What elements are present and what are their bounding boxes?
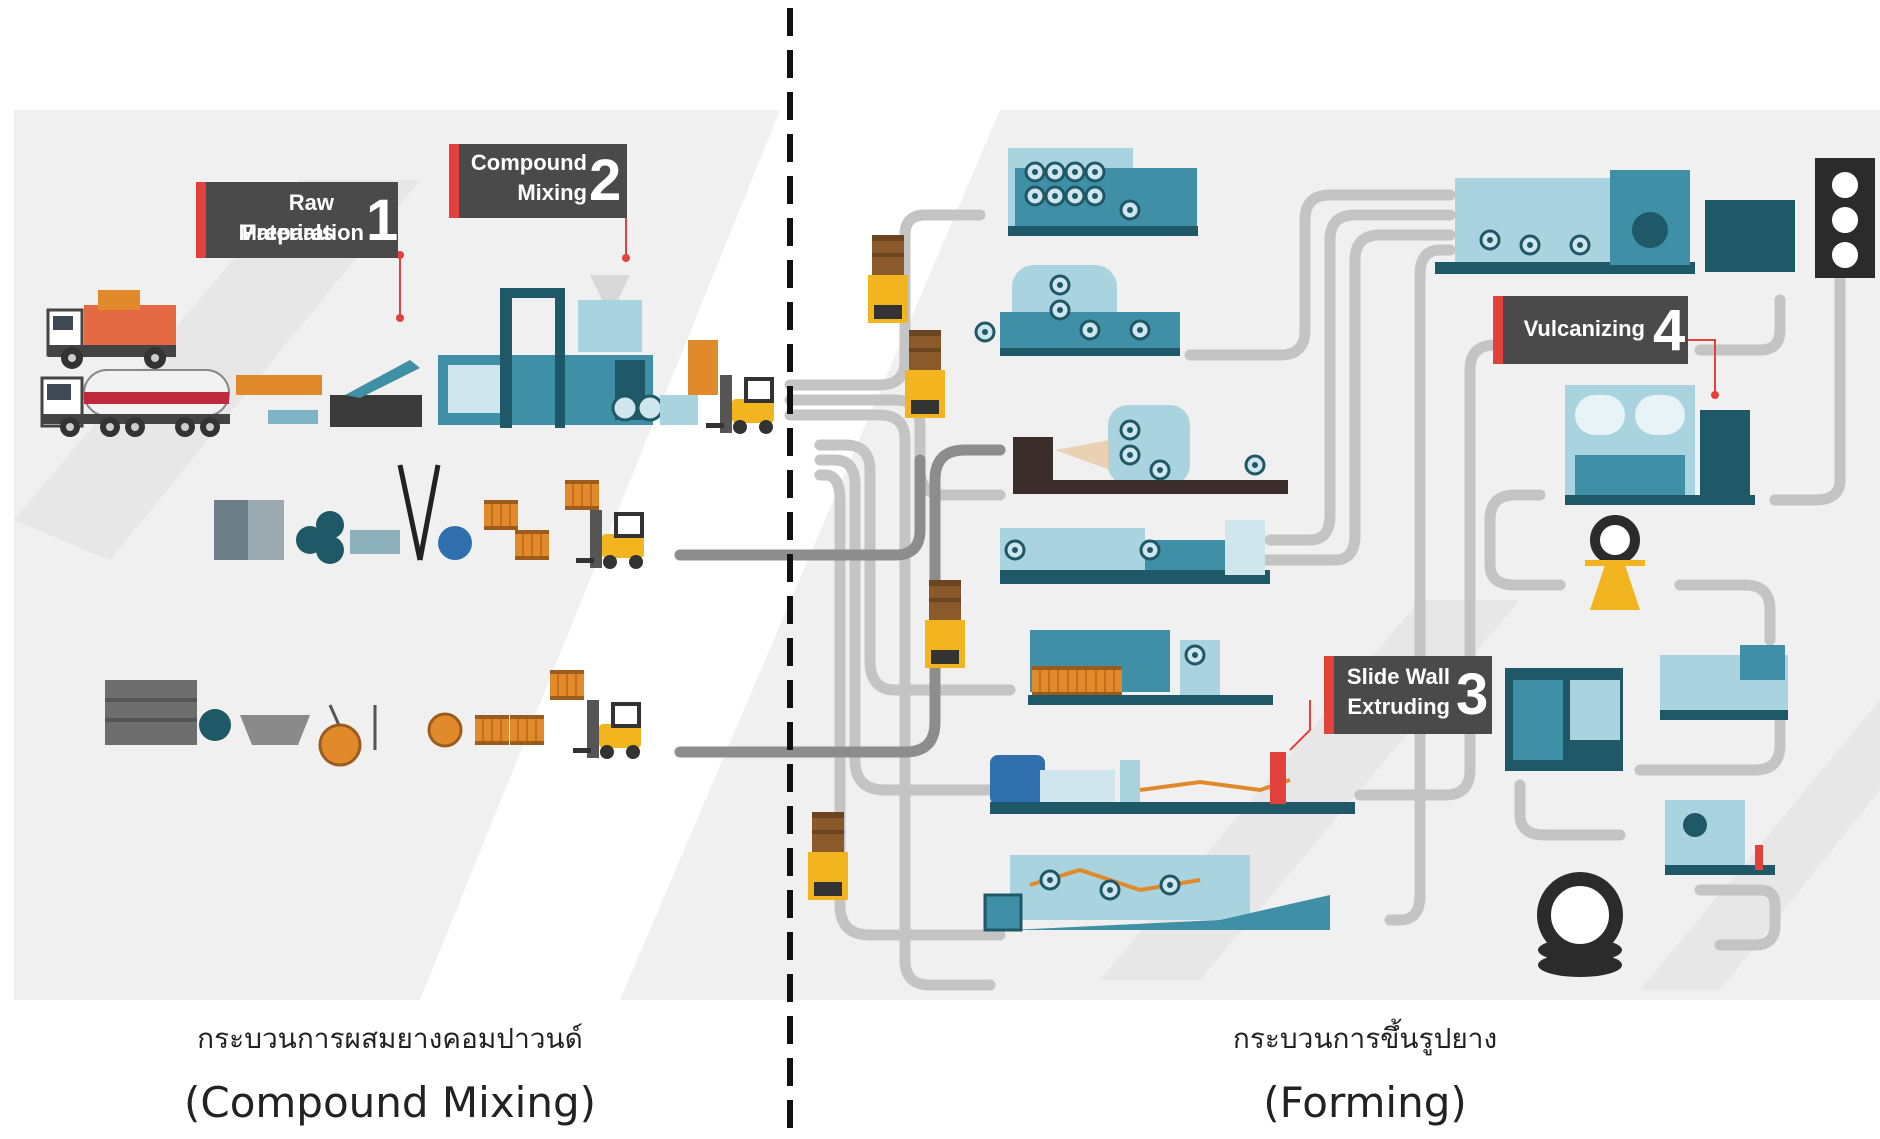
left-caption-thai: กระบวนการผสมยางคอมปาวนด์	[197, 1022, 583, 1055]
forklift-icon	[571, 698, 643, 761]
stage-number: 3	[1456, 662, 1489, 727]
calender-machine-2	[974, 265, 1180, 356]
xray-machine	[1665, 800, 1775, 875]
conveyor-pipes	[784, 189, 1846, 991]
tire-inspection-stand	[1585, 515, 1645, 610]
vulcanizing-press	[1565, 385, 1755, 505]
forklift-icon	[905, 330, 945, 418]
tanker-truck	[40, 369, 230, 437]
stage-title-line1: Raw Materials	[238, 190, 334, 245]
truck-crates	[46, 290, 176, 369]
left-caption: กระบวนการผสมยางคอมปาวนด์	[90, 1022, 690, 1056]
right-caption-english: (Forming)	[1263, 1078, 1467, 1127]
stage-title-line2: Mixing	[517, 180, 587, 205]
stage-label-vulcanizing: Vulcanizing 4	[1493, 296, 1688, 364]
stage-label-raw-materials: Raw Materials Preparation 1	[196, 182, 398, 258]
stage-title-line1: Compound	[470, 150, 587, 175]
leader-dots	[396, 251, 1719, 399]
stage-number: 1	[366, 188, 399, 253]
stage-title-line1: Slide Wall	[1346, 664, 1450, 689]
forklift-icon	[868, 235, 908, 323]
raw-material-boxes	[236, 360, 422, 427]
left-caption-english-wrap: (Compound Mixing)	[90, 1078, 690, 1128]
left-caption-english: (Compound Mixing)	[183, 1078, 597, 1127]
extruder-line-1	[1000, 520, 1270, 584]
balancing-machine	[1505, 645, 1788, 771]
stage-title-line1: Vulcanizing	[1523, 316, 1645, 341]
stage-number: 4	[1653, 298, 1686, 363]
stage-title-line2: Preparation	[241, 220, 364, 245]
extruder-line-2	[990, 752, 1355, 814]
bale-line	[105, 669, 585, 767]
stage-label-slide-wall-extruding: Slide Wall Extruding 3	[1324, 656, 1492, 734]
right-caption-english-wrap: (Forming)	[1065, 1078, 1665, 1128]
calender-machine-1	[1008, 148, 1198, 236]
stage-number: 2	[589, 148, 622, 213]
finished-tire-stack	[1537, 872, 1623, 977]
bead-wire-machine	[1028, 630, 1273, 705]
forklift-icon	[925, 580, 965, 668]
leader-lines	[399, 218, 1716, 751]
right-caption-thai: กระบวนการขึ้นรูปยาง	[1232, 1022, 1498, 1055]
cutting-machine	[983, 855, 1330, 932]
calender-machine-3	[1013, 405, 1288, 494]
right-caption: กระบวนการขึ้นรูปยาง	[1065, 1022, 1665, 1056]
compound-mixer-machine	[438, 275, 718, 428]
tire-building-machine	[1435, 158, 1875, 278]
forklift-icon	[808, 812, 848, 900]
stage-label-compound-mixing: Compound Mixing 2	[449, 144, 627, 218]
stage-title-line2: Extruding	[1347, 694, 1450, 719]
steel-cord-line	[214, 464, 600, 564]
